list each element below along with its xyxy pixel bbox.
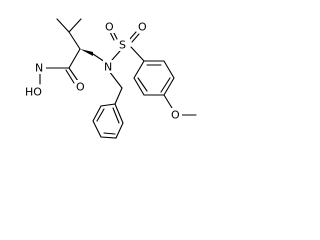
bond-n-ch2 (108, 70, 123, 89)
bond-co-double-1 (68, 67, 79, 82)
atom-nh-text: N (35, 62, 43, 75)
bond-alpha-carbonyl (68, 48, 81, 69)
atom-n-sulfonamide-text: N (104, 61, 112, 74)
atom-label-n-sulfonamide: N (103, 60, 115, 74)
atom-label-so2: O (137, 20, 149, 34)
phenyl-double-2 (103, 132, 116, 135)
phenyl-double-3 (112, 107, 120, 124)
bond-s-aryl (130, 46, 145, 62)
anisole-double-3 (137, 77, 148, 92)
atom-s-text: S (119, 39, 126, 52)
phenyl-double-1 (96, 108, 105, 122)
bond-methyl-left (56, 18, 70, 33)
bond-s-o1-a (109, 31, 115, 41)
atom-label-s: S (118, 38, 130, 52)
atom-label-hydroxyl: HO (24, 85, 44, 99)
bond-s-o2-a (128, 31, 137, 41)
methoxyphenyl-group (133, 60, 197, 116)
atom-methoxy-o-text: O (171, 109, 180, 122)
anisole-ring (133, 60, 175, 96)
atom-label-methoxy-o: O (170, 108, 182, 122)
atom-label-nh: N (34, 61, 46, 75)
bond-methyl-right (68, 18, 82, 33)
isopropyl-group (56, 18, 82, 50)
atom-so2-text: O (138, 21, 147, 34)
atom-carbonyl-o-text: O (76, 81, 85, 94)
stereo-wedge-bond (80, 49, 93, 56)
bond-s-o2-b (131, 33, 140, 43)
atom-so1-text: O (105, 21, 114, 34)
atom-label-carbonyl-o: O (75, 80, 86, 94)
atom-hydroxyl-text: HO (25, 86, 42, 99)
atom-label-so1: O (104, 20, 116, 34)
anisole-double-2 (160, 77, 171, 93)
hydroxamic-acid-group (39, 67, 79, 85)
bond-ch2-ring (114, 87, 123, 105)
chemical-structure: N HO O N S O O O (24, 18, 197, 139)
benzyl-group (92, 53, 124, 139)
bond-n-s (111, 50, 121, 61)
bond-ch-alpha (68, 31, 81, 50)
phenyl-ring (92, 103, 124, 139)
bond-ring-o (163, 94, 173, 109)
bond-co-double-2 (65, 69, 75, 84)
